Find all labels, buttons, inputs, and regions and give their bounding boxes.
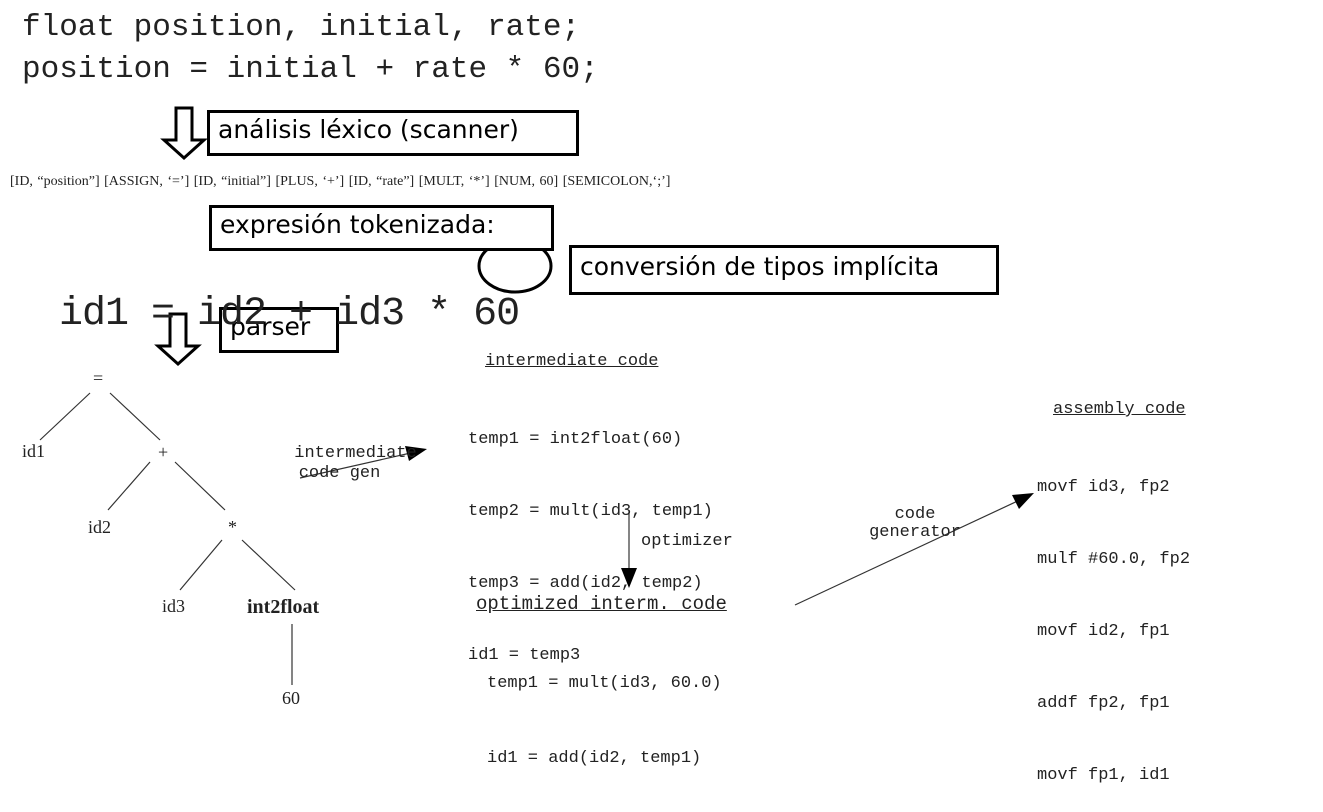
tree-node-mult: *	[228, 517, 237, 537]
down-arrow-icon	[154, 312, 202, 367]
type-conversion-label: conversión de tipos implícita	[569, 245, 999, 295]
assembly-code-line: movf id2, fp1	[1037, 622, 1170, 641]
diagram-lines	[39, 106, 1034, 685]
gen-label-line-2: code gen	[298, 464, 381, 483]
tree-node-id3: id3	[162, 596, 186, 616]
optimized-code-block: temp1 = mult(id3, 60.0) id1 = add(id2, t…	[487, 621, 722, 796]
token-stream: [ID, “position”] [ASSIGN, ‘=’] [ID, “ini…	[10, 174, 671, 189]
optimizer-label: optimizer	[641, 532, 733, 551]
intermediate-code-title: intermediate code	[485, 352, 659, 371]
tokenized-expression: id1 = id2 + id3 * 60	[13, 240, 520, 340]
assembly-code-line: addf fp2, fp1	[1037, 694, 1170, 713]
assembly-code-block: movf id3, fp2 mulf #60.0, fp2 movf id2, …	[1037, 428, 1190, 812]
tokenized-expression-label: expresión tokenizada:	[209, 205, 554, 251]
gen-label-line-1: intermediate	[294, 444, 417, 463]
tree-node-id1: id1	[22, 441, 46, 461]
tree-node-60: 60	[282, 688, 300, 708]
optimized-code-line: id1 = add(id2, temp1)	[487, 749, 702, 768]
tree-node-id2: id2	[88, 517, 112, 537]
intermediate-code-line: temp3 = add(id2, temp2)	[468, 574, 703, 593]
intermediate-code-block: temp1 = int2float(60) temp2 = mult(id3, …	[468, 380, 713, 692]
parser-label: parser	[219, 307, 339, 353]
assembly-code-line: movf id3, fp2	[1037, 478, 1170, 497]
tokenized-expression-text: id1 = id2 + id3 *	[59, 292, 474, 337]
codegen-label-line-1: code	[894, 505, 936, 524]
source-line-1: float position, initial, rate;	[22, 10, 581, 45]
optimized-code-line: temp1 = mult(id3, 60.0)	[487, 674, 722, 693]
assembly-code-title: assembly code	[1053, 400, 1186, 419]
intermediate-code-line: id1 = temp3	[468, 646, 581, 665]
down-arrow-icon	[160, 106, 208, 161]
assembly-code-line: movf fp1, id1	[1037, 766, 1170, 785]
codegen-label-line-2: generator	[869, 523, 961, 542]
tree-node-int2float: int2float	[247, 596, 320, 618]
intermediate-code-line: temp1 = int2float(60)	[468, 430, 683, 449]
syntax-tree-edges	[39, 392, 296, 685]
optimized-code-title: optimized interm. code	[476, 593, 727, 615]
tokenized-number: 60	[473, 292, 520, 337]
assembly-code-line: mulf #60.0, fp2	[1037, 550, 1191, 569]
tree-node-plus: +	[158, 442, 169, 462]
lexical-analysis-label: análisis léxico (scanner)	[207, 110, 579, 156]
tree-node-assign: =	[93, 368, 104, 388]
intermediate-code-line: temp2 = mult(id3, temp1)	[468, 502, 713, 521]
source-line-2: position = initial + rate * 60;	[22, 52, 599, 87]
